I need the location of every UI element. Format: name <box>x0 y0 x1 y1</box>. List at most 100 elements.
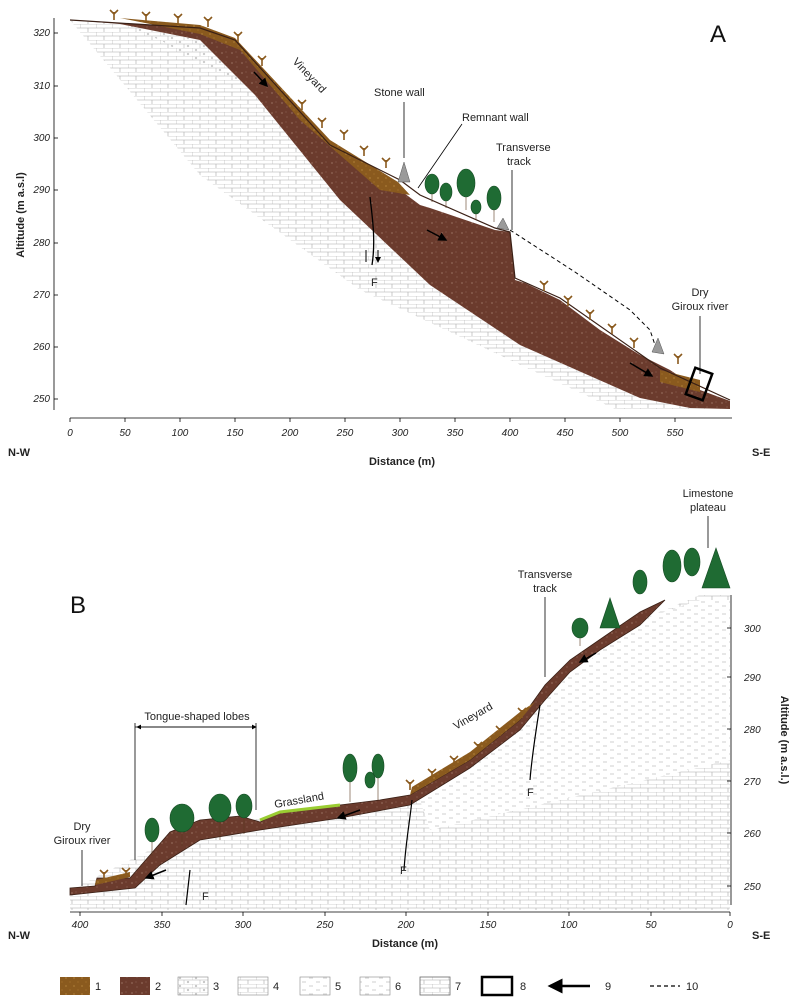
flow-arrow-icon <box>629 362 654 377</box>
x-tick: 500 <box>612 428 629 439</box>
x-tick: 50 <box>119 428 131 439</box>
x-tick: 0 <box>727 920 733 931</box>
x-tick: 200 <box>281 428 299 439</box>
panel-a-dashed-profile <box>509 229 656 346</box>
y-tick: 290 <box>743 673 761 684</box>
legend-swatch-massive-limestone <box>419 976 451 996</box>
panel-a-surface <box>69 19 731 401</box>
flow-arrow-icon <box>336 809 361 820</box>
legend-swatch-bedded-limestone <box>237 976 269 996</box>
panel-a-orientation-right: S-E <box>752 447 770 459</box>
tongue-lobes-bracket <box>134 723 257 860</box>
panel-a-letter: A <box>710 21 726 48</box>
panel-b-fault <box>185 869 191 906</box>
x-tick: 150 <box>227 428 244 439</box>
panel-b-grassland <box>259 803 341 822</box>
x-tick: 50 <box>645 920 657 931</box>
panel-a-orientation-left: N-W <box>8 447 31 459</box>
x-tick: 100 <box>172 428 189 439</box>
x-tick: 300 <box>392 428 409 439</box>
panel-b-orientation-right: S-E <box>752 930 770 942</box>
limestone-plateau-label-1: Limestone <box>683 488 734 500</box>
flow-arrow-icon <box>253 71 269 88</box>
tongue-lobes-label: Tongue-shaped lobes <box>144 711 250 723</box>
y-tick: 280 <box>32 238 50 249</box>
legend-num: 3 <box>213 981 219 993</box>
x-tick: 200 <box>397 920 415 931</box>
panel-a-colluvium <box>70 20 730 409</box>
stone-wall-icon <box>397 161 411 183</box>
transverse-track-label-1: Transverse <box>496 142 551 154</box>
fault-label: F <box>400 865 407 877</box>
y-tick: 250 <box>743 882 761 893</box>
flow-arrow-icon <box>578 652 597 663</box>
panel-b-orientation-left: N-W <box>8 930 31 942</box>
legend-num: 10 <box>686 981 698 993</box>
x-tick: 0 <box>67 428 73 439</box>
tree-icons <box>144 547 731 856</box>
vine-icons <box>109 9 683 364</box>
transverse-track-label-2: track <box>507 156 531 168</box>
panel-a-bedrock <box>70 20 730 409</box>
fault-label: F <box>202 891 209 903</box>
legend-num: 5 <box>335 981 341 993</box>
x-tick: 100 <box>561 920 578 931</box>
y-tick: 280 <box>743 725 761 736</box>
x-tick: 400 <box>502 428 519 439</box>
legend-num: 1 <box>95 981 101 993</box>
fault-label: F <box>527 787 534 799</box>
limestone-plateau-label-2: plateau <box>690 502 726 514</box>
panel-a-x-ticks <box>69 418 676 422</box>
panel-b-bedrock-marl <box>420 600 730 830</box>
x-tick: 300 <box>235 920 252 931</box>
legend-swatch-box <box>480 975 514 997</box>
legend-swatch-topsoil <box>60 977 90 995</box>
y-tick: 320 <box>33 28 50 39</box>
x-tick: 350 <box>154 920 171 931</box>
y-tick: 270 <box>32 290 50 301</box>
transverse-track-label-2: track <box>533 583 557 595</box>
legend-num: 7 <box>455 981 461 993</box>
x-tick: 450 <box>557 428 574 439</box>
dry-river-label-1: Dry <box>73 821 91 833</box>
panel-a-x-axis-label: Distance (m) <box>369 456 435 468</box>
legend-num: 4 <box>273 981 279 993</box>
panel-b-fault <box>403 799 413 871</box>
fault-label: F <box>371 277 378 289</box>
x-tick: 350 <box>447 428 464 439</box>
legend-num: 2 <box>155 981 161 993</box>
legend-swatch-oolitic-limestone <box>177 976 209 996</box>
dry-river-label-2: Giroux river <box>54 835 111 847</box>
legend-num: 6 <box>395 981 401 993</box>
panel-b: F F F <box>8 488 790 950</box>
stone-wall-label: Stone wall <box>374 87 425 99</box>
panel-a-box <box>684 366 714 402</box>
panel-b-fault <box>529 704 541 781</box>
x-tick: 150 <box>480 920 497 931</box>
legend: 1 2 3 4 5 6 7 8 9 10 <box>60 975 698 997</box>
panel-a-y-axis-label: Altitude (m a.s.l) <box>15 172 27 258</box>
panel-b-y-axis-label: Altitude (m a.s.l.) <box>778 696 790 785</box>
panel-a: F <box>8 9 770 468</box>
x-tick: 250 <box>316 920 334 931</box>
flow-arrow-icon <box>426 229 448 241</box>
legend-num: 8 <box>520 981 526 993</box>
remnant-wall-label: Remnant wall <box>462 112 529 124</box>
vineyard-label: Vineyard <box>290 56 328 96</box>
x-tick: 250 <box>336 428 354 439</box>
dry-river-label-1: Dry <box>691 287 709 299</box>
y-tick: 300 <box>744 624 761 635</box>
transverse-track-label-1: Transverse <box>518 569 573 581</box>
y-tick: 250 <box>32 394 50 405</box>
panel-a-topsoil <box>120 18 410 195</box>
x-tick: 400 <box>72 920 89 931</box>
y-tick: 260 <box>32 342 50 353</box>
panel-b-letter: B <box>70 592 86 619</box>
legend-swatch-colluvium <box>120 977 150 995</box>
remnant-wall-icon <box>496 217 510 231</box>
x-tick: 550 <box>667 428 684 439</box>
flow-arrow-icon <box>144 869 167 880</box>
panel-a-y-ticks <box>54 32 58 400</box>
vineyard-label: Vineyard <box>452 701 495 733</box>
